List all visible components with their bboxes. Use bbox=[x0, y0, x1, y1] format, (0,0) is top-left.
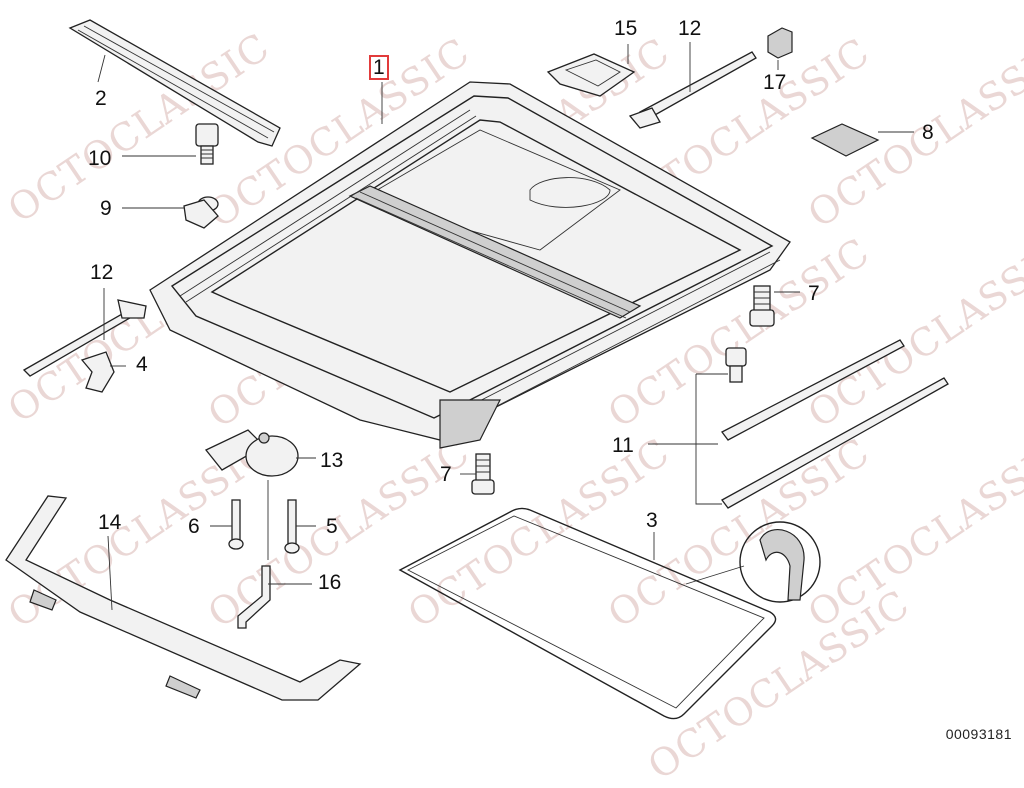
exploded-view-drawing bbox=[5, 19, 949, 720]
callout-17: 17 bbox=[763, 71, 787, 94]
part-17-cap bbox=[767, 27, 793, 59]
part-7-bolt-lower bbox=[471, 453, 495, 495]
callout-3: 3 bbox=[646, 509, 658, 532]
callout-16: 16 bbox=[318, 571, 342, 594]
part-13-motor bbox=[204, 429, 299, 477]
callout-9: 9 bbox=[100, 197, 112, 220]
callout-10: 10 bbox=[88, 147, 112, 170]
part-3-glass-panel bbox=[398, 507, 821, 720]
part-12-cable-left bbox=[22, 299, 147, 377]
diagram-code: 00093181 bbox=[945, 726, 1012, 742]
callout-6: 6 bbox=[188, 515, 200, 538]
callout-11: 11 bbox=[612, 434, 634, 457]
callout-13: 13 bbox=[320, 449, 344, 472]
part-7-bolt-right bbox=[749, 285, 775, 327]
part-15-bracket bbox=[546, 53, 636, 97]
part-2-guide-rail bbox=[68, 19, 281, 147]
callout-4: 4 bbox=[136, 353, 148, 376]
callout-7-lower: 7 bbox=[440, 463, 452, 486]
part-9-bracket bbox=[183, 196, 219, 229]
part-10-bolt bbox=[195, 123, 219, 165]
part-1-sunroof-frame bbox=[149, 81, 791, 449]
callout-12-left: 12 bbox=[90, 261, 114, 284]
part-6-screw bbox=[228, 499, 244, 550]
part-5-screw bbox=[284, 499, 300, 554]
callout-5: 5 bbox=[326, 515, 338, 538]
callout-14: 14 bbox=[98, 511, 122, 534]
callout-12-upper: 12 bbox=[678, 17, 702, 40]
part-12-cable-upper bbox=[628, 51, 757, 129]
callout-15: 15 bbox=[614, 17, 638, 40]
parts-diagram: OCTOCLASSIC OCTOCLASSIC OCTOCLASSIC OCTO… bbox=[0, 17, 1024, 788]
part-8-pad bbox=[810, 123, 880, 157]
part-4-clip bbox=[80, 351, 115, 393]
part-11-strips bbox=[721, 339, 949, 509]
part-14-deflector bbox=[5, 495, 362, 701]
leader-lines bbox=[97, 42, 914, 611]
callout-2: 2 bbox=[95, 87, 107, 110]
callout-7-right: 7 bbox=[808, 282, 820, 305]
callout-8: 8 bbox=[922, 121, 934, 144]
callout-1: 1 bbox=[369, 55, 389, 80]
part-16-crank bbox=[237, 565, 271, 629]
